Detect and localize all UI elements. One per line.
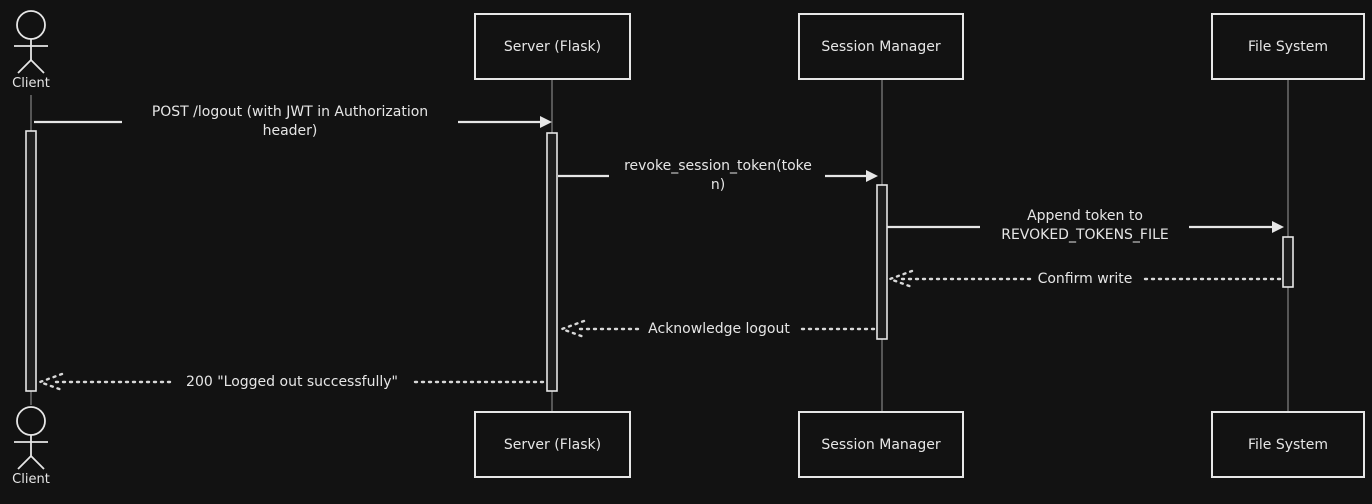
arrowhead-left-open-icon — [886, 269, 914, 289]
participant-box-server-top: Server (Flask) — [474, 13, 631, 80]
activation-bar-server — [546, 132, 558, 392]
activation-bar-session-manager — [876, 184, 888, 340]
participant-box-file-system-bottom: File System — [1211, 411, 1365, 478]
participant-label: Session Manager — [821, 437, 940, 453]
arrowhead-right-icon — [540, 116, 552, 128]
message-revoke-session-token: revoke_session_token(toke n) — [558, 158, 878, 193]
message-label-line: header) — [263, 123, 318, 139]
message-label-line: Acknowledge logout — [648, 321, 790, 337]
message-confirm-write: Confirm write — [886, 269, 1282, 289]
stick-figure-icon — [14, 406, 48, 470]
message-label-line: 200 "Logged out successfully" — [186, 374, 398, 390]
activation-bar-client — [25, 130, 37, 392]
arrowhead-left-open-icon — [36, 372, 64, 392]
message-post-logout: POST /logout (with JWT in Authorization … — [34, 104, 552, 139]
actor-label: Client — [12, 76, 50, 91]
message-label-line: revoke_session_token(toke — [624, 158, 812, 174]
client-actor-bottom: Client — [12, 406, 50, 487]
participant-box-file-system-top: File System — [1211, 13, 1365, 80]
message-200-logged-out: 200 "Logged out successfully" — [36, 372, 545, 392]
participant-label: File System — [1248, 39, 1328, 55]
arrowhead-right-icon — [866, 170, 878, 182]
activation-bar-file-system — [1282, 236, 1294, 288]
participant-label: Server (Flask) — [504, 437, 601, 453]
message-label-line: Append token to — [1027, 208, 1143, 224]
message-acknowledge-logout: Acknowledge logout — [558, 319, 876, 339]
stick-figure-icon — [14, 10, 48, 74]
message-label-line: n) — [711, 177, 725, 193]
participant-box-server-bottom: Server (Flask) — [474, 411, 631, 478]
participant-label: Session Manager — [821, 39, 940, 55]
arrowhead-right-icon — [1272, 221, 1284, 233]
message-append-token: Append token to REVOKED_TOKENS_FILE — [887, 208, 1284, 243]
participant-box-session-manager-bottom: Session Manager — [798, 411, 964, 478]
client-actor-top: Client — [12, 10, 50, 91]
arrowhead-left-open-icon — [558, 319, 586, 339]
message-label-line: REVOKED_TOKENS_FILE — [1001, 227, 1169, 243]
message-label-line: POST /logout (with JWT in Authorization — [152, 104, 428, 120]
participant-label: Server (Flask) — [504, 39, 601, 55]
participant-box-session-manager-top: Session Manager — [798, 13, 964, 80]
message-label-line: Confirm write — [1038, 271, 1133, 287]
participant-label: File System — [1248, 437, 1328, 453]
actor-label: Client — [12, 472, 50, 487]
